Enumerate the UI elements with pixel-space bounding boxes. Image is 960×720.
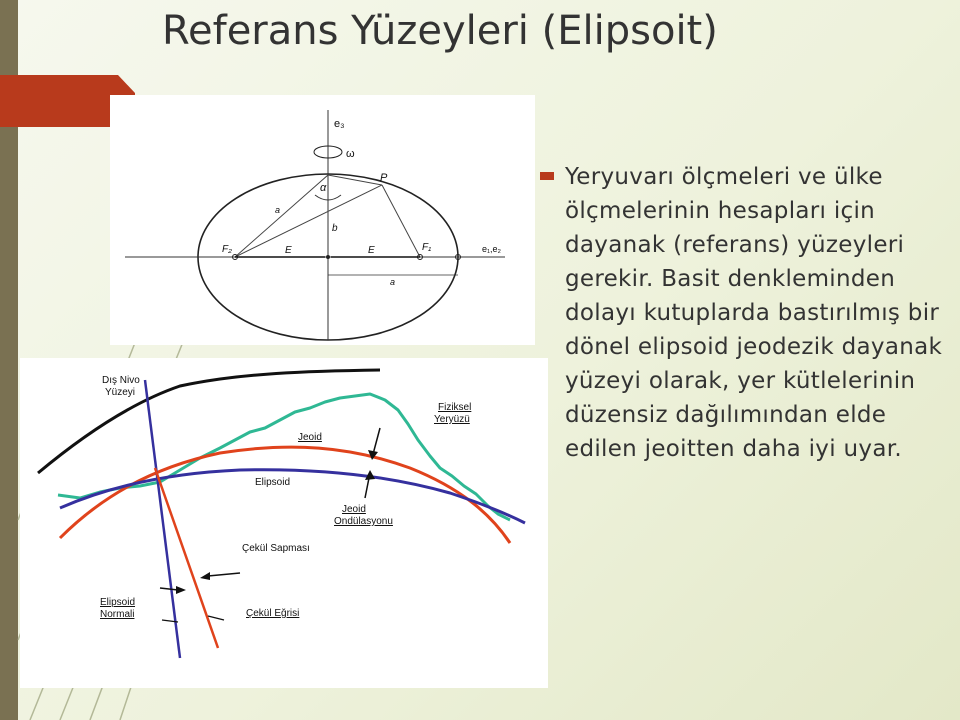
label-jeoid: Jeoid bbox=[298, 432, 322, 443]
label-dis-nivo: Dış Nivo bbox=[102, 375, 140, 386]
label-a-bottom: a bbox=[390, 277, 395, 287]
label-alpha: α bbox=[320, 182, 327, 194]
label-yeryuzu: Yeryüzü bbox=[434, 414, 470, 425]
label-elipsoid: Elipsoid bbox=[255, 477, 290, 488]
bullet-text: Yeryuvarı ölçmeleri ve ülke ölçmelerinin… bbox=[565, 164, 943, 462]
label-f2: F₂ bbox=[222, 244, 232, 255]
label-fiziksel: Fiziksel bbox=[438, 402, 471, 413]
label-omega: ω bbox=[346, 148, 355, 160]
surfaces-figure: Dış Nivo Yüzeyi Fiziksel Yeryüzü Jeoid E… bbox=[20, 358, 548, 688]
label-elipsoid-normali-2: Normali bbox=[100, 609, 134, 620]
label-point-p: P bbox=[380, 172, 388, 184]
label-jeoid-ond-1: Jeoid bbox=[342, 504, 366, 515]
label-axis-top: e₃ bbox=[334, 118, 345, 130]
label-yuzeyi: Yüzeyi bbox=[105, 387, 135, 398]
slide-title: Referans Yüzeyleri (Elipsoit) bbox=[162, 8, 718, 54]
label-jeoid-ond-2: Ondülasyonu bbox=[334, 516, 393, 527]
label-a-left: a bbox=[275, 205, 280, 215]
label-b: b bbox=[332, 223, 338, 234]
ellipse-figure: e₃ ω P α a b F₂ E E F₁ e₁,e₂ a bbox=[110, 95, 535, 345]
bullet-marker-icon bbox=[540, 172, 554, 180]
label-axis-right: e₁,e₂ bbox=[482, 244, 502, 254]
label-cekul-egrisi: Çekül Eğrisi bbox=[246, 608, 299, 619]
left-decor-bar bbox=[0, 0, 18, 720]
label-elipsoid-normali-1: Elipsoid bbox=[100, 597, 135, 608]
label-f1: F₁ bbox=[422, 242, 431, 253]
label-cekul-sapmasi: Çekül Sapması bbox=[242, 543, 310, 554]
label-e-left: E bbox=[285, 245, 292, 256]
label-e-right: E bbox=[368, 245, 375, 256]
